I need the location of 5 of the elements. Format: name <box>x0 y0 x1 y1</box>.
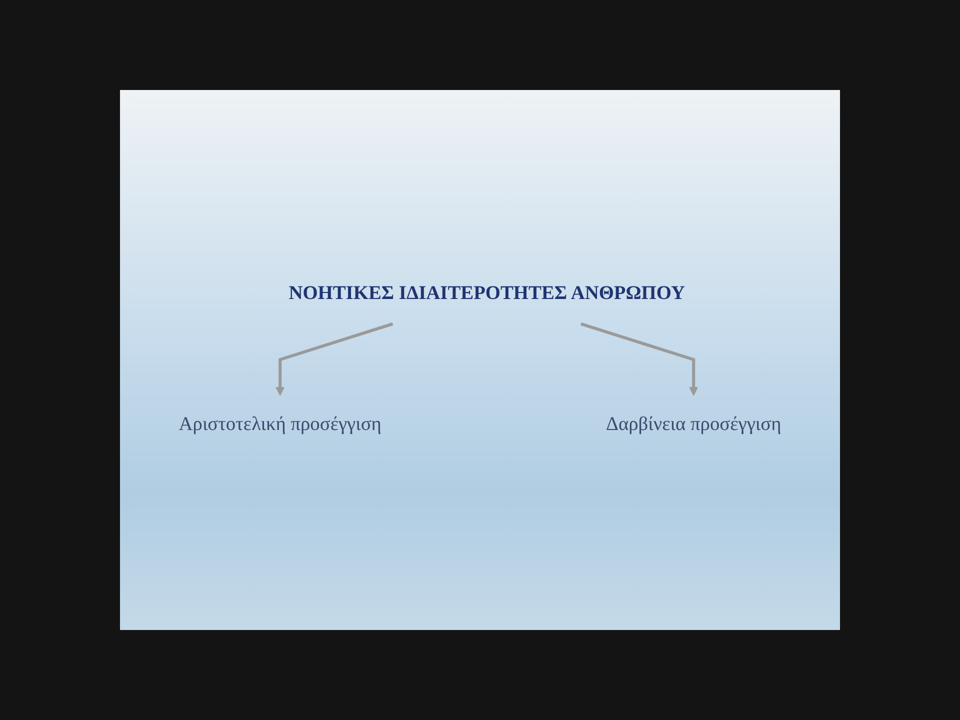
node-text: Αριστοτελική προσέγγιση <box>178 414 382 436</box>
arrow <box>276 322 394 396</box>
node-text: ΝΟΗΤΙΚΕΣ ΙΔΙΑΙΤΕΡΟΤΗΤΕΣ ΑΝΘΡΩΠΟΥ <box>288 282 685 304</box>
node-text: Δαρβίνεια προσέγγιση <box>606 414 782 436</box>
arrow <box>580 322 698 396</box>
